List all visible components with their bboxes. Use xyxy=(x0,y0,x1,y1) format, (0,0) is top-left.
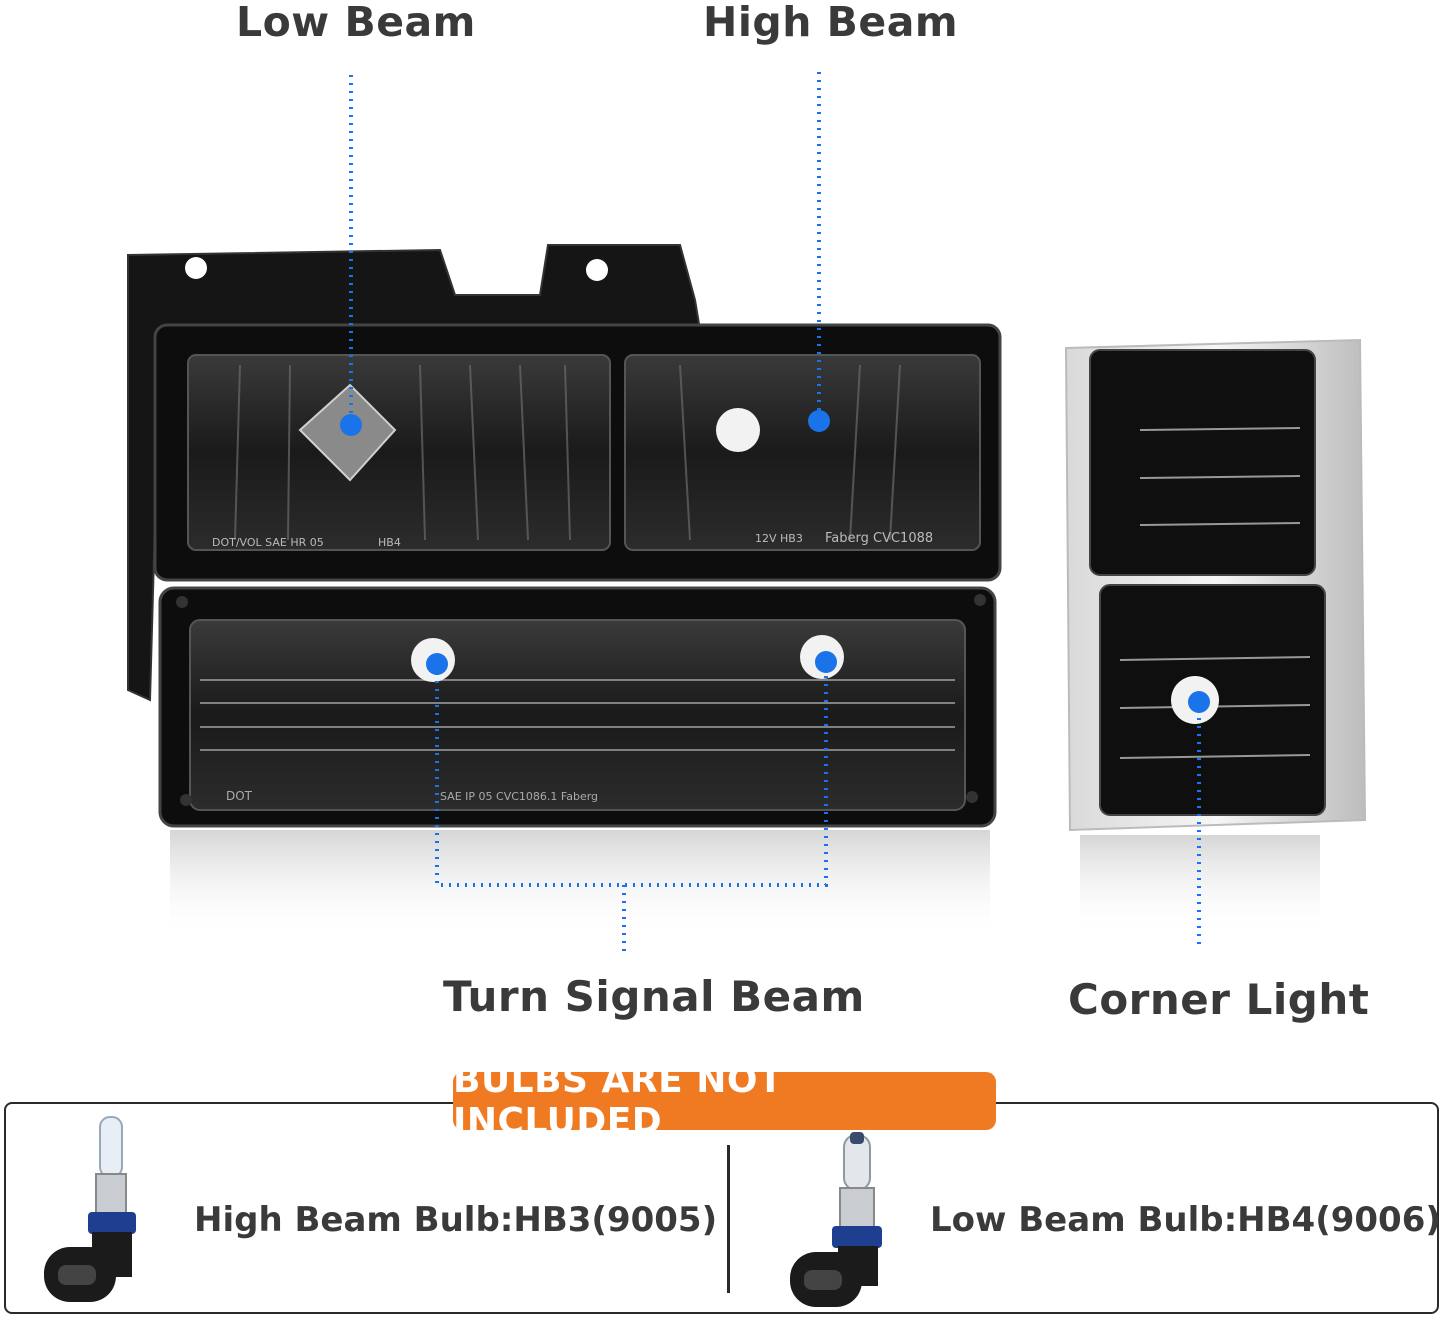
low-beam-lens-marking: DOT/VOL SAE HR 05 xyxy=(212,536,324,549)
turn-signal-lens-marking: SAE IP 05 CVC1086.1 Faberg xyxy=(440,790,598,803)
high-beam-lens xyxy=(624,354,981,551)
screw-icon xyxy=(966,791,978,803)
high-beam-bulb-text: High Beam Bulb:HB3(9005) xyxy=(194,1200,718,1240)
mount-hole-icon xyxy=(185,257,207,279)
lens-facets xyxy=(234,364,901,541)
leader-lines xyxy=(349,72,1201,955)
high-beam-brand-marking: Faberg CVC1088 xyxy=(825,531,933,546)
turn-signal-lens xyxy=(189,619,966,811)
hb3-bulb-icon xyxy=(44,1116,136,1302)
hb4-bulb-icon xyxy=(790,1132,882,1307)
bulb-divider xyxy=(727,1145,730,1293)
low-beam-label: Low Beam xyxy=(236,0,476,46)
high-beam-label: High Beam xyxy=(703,0,959,46)
headlight-diagram: DOT/VOL SAE HR 05 HB4 12V HB3 Faberg CVC… xyxy=(127,72,1367,955)
corner-light-upper-lens xyxy=(1089,349,1316,576)
mount-hole-icon xyxy=(586,259,608,281)
floor-reflection xyxy=(170,830,990,940)
screw-icon xyxy=(180,794,192,806)
high-beam-code-marking: 12V HB3 xyxy=(755,532,803,545)
high-beam-marker xyxy=(808,410,830,432)
turn-signal-lens-marking-left: DOT xyxy=(226,789,253,803)
high-beam-bulb-socket xyxy=(716,408,760,452)
screw-icon xyxy=(176,596,188,608)
corner-light-label: Corner Light xyxy=(1068,975,1370,1024)
low-beam-marker xyxy=(340,414,362,436)
mounting-bracket xyxy=(127,244,702,702)
turn-signal-lens-lines xyxy=(200,679,955,751)
low-beam-bulb-text: Low Beam Bulb:HB4(9006) xyxy=(930,1200,1441,1240)
turn-signal-marker-right xyxy=(815,651,837,673)
low-beam-lens xyxy=(187,354,611,551)
turn-signal-label: Turn Signal Beam xyxy=(443,972,865,1021)
turn-signal-marker-left xyxy=(426,653,448,675)
bulbs-not-included-badge: BULBS ARE NOT INCLUDED xyxy=(453,1060,996,1142)
low-beam-code-marking: HB4 xyxy=(378,536,401,549)
screw-icon xyxy=(974,594,986,606)
corner-light-marker xyxy=(1188,691,1210,713)
